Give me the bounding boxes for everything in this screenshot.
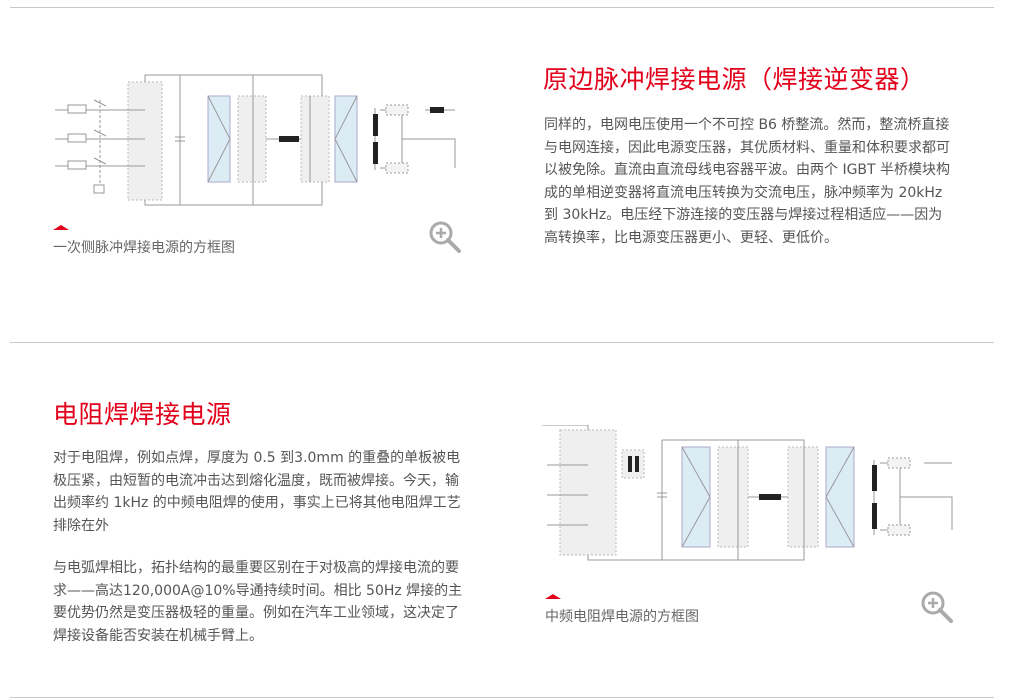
diagram-caption-1: 一次侧脉冲焊接电源的方框图 [53, 225, 235, 257]
separator-top [10, 7, 994, 8]
separator-middle [10, 342, 994, 343]
diagram-caption-2: 中频电阻焊电源的方框图 [545, 594, 699, 626]
section-paragraph-resistance-2: 与电弧焊相比，拓扑结构的最重要区别在于对极高的焊接电流的要求——高达120,00… [53, 560, 463, 644]
zoom-in-icon[interactable] [428, 220, 462, 254]
caption-marker-icon [545, 594, 561, 599]
diagram-primary-pulse-welding-power-supply[interactable] [50, 70, 470, 210]
section-title-resistance-welding: 电阻焊焊接电源 [53, 400, 232, 429]
section-paragraph-resistance-1: 对于电阻焊，例如点焊，厚度为 0.5 到3.0mm 的重叠的单板被电极压紧，由短… [53, 450, 461, 534]
diagram-mid-frequency-resistance-welding[interactable] [542, 425, 962, 565]
zoom-in-icon[interactable] [920, 590, 954, 624]
section-title-primary-pulse: 原边脉冲焊接电源（焊接逆变器） [543, 65, 926, 94]
caption-text: 中频电阻焊电源的方框图 [545, 609, 699, 625]
caption-text: 一次侧脉冲焊接电源的方框图 [53, 240, 235, 256]
separator-bottom [10, 697, 994, 698]
caption-marker-icon [53, 225, 69, 230]
section-paragraph-primary-pulse: 同样的，电网电压使用一个不可控 B6 桥整流。然而，整流桥直接与电网连接，因此电… [544, 117, 951, 246]
